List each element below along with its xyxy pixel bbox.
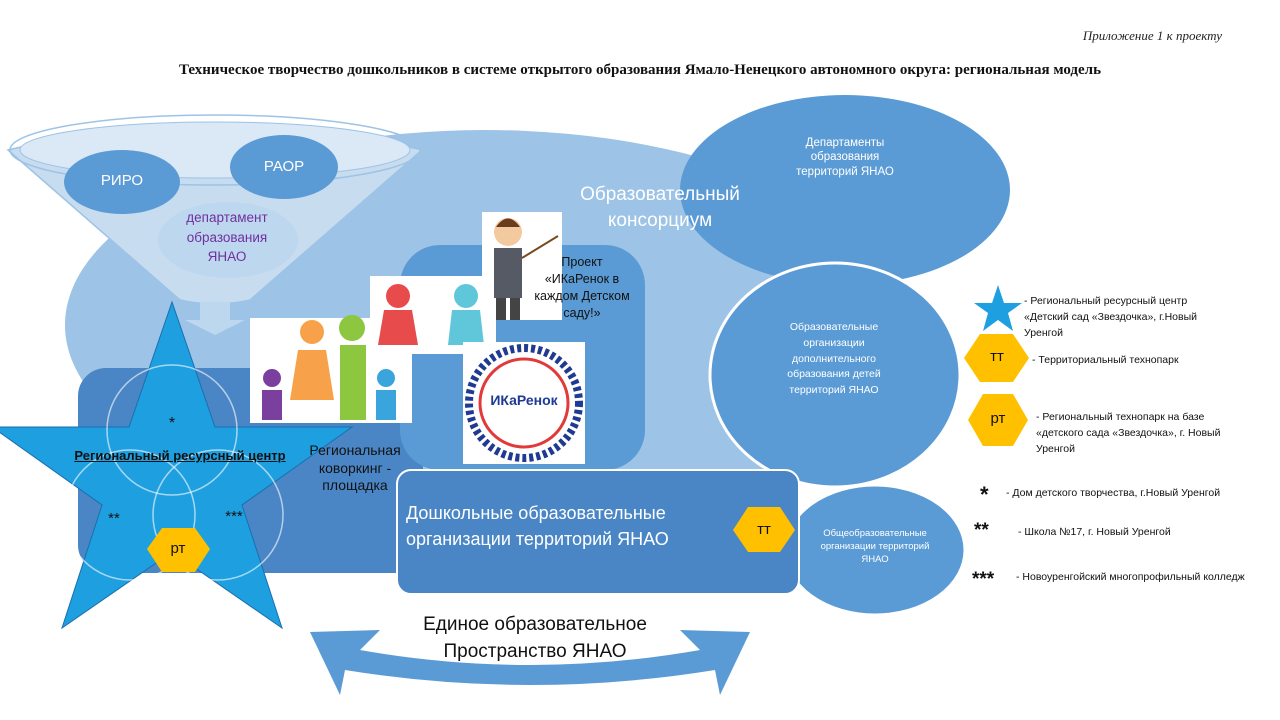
preschool-block [396,469,800,595]
legend-sym-1: * [980,482,989,507]
legend-star-text: - Региональный ресурсный центр «Детский … [1024,295,1198,339]
unified-space-label: Единое образовательное Пространство ЯНАО [423,614,647,662]
legend-rt-hexagon [968,394,1028,446]
legend-tt-hexagon [964,334,1029,382]
additional-ed-circle [708,261,962,489]
legend-s3-text: - Новоуренгойский многопрофильный коллед… [1016,571,1245,583]
logo-text: ИКаРенок [490,392,558,408]
appendix-note: Приложение 1 к проекту [1082,28,1222,43]
preschool-tt-badge: тт [757,521,771,538]
legend-sym-2: ** [974,520,989,541]
legend-sym-3: *** [972,569,995,590]
legend-rt-badge: рт [990,410,1006,427]
preschool-label: Дошкольные образовательные организации т… [406,503,669,550]
venn-circle-1 [106,364,238,496]
raor-ellipse [230,135,338,199]
star-sym-1: * [168,415,176,432]
unified-space-arrow [310,630,750,695]
riro-ellipse [64,150,180,214]
departments-ellipse [680,95,1010,285]
legend-star-icon [974,285,1022,331]
teacher-illustration [482,212,562,320]
funnel-arrow [185,302,245,335]
star-sym-3: *** [225,508,243,525]
consortium-label: Образовательный консорциум [580,184,740,231]
ikarenok-logo [463,342,585,464]
riro-label: РИРО [100,172,144,189]
legend-s1-text: - Дом детского творчества, г.Новый Уренг… [1006,487,1221,499]
rt-hexagon-star [147,528,210,572]
venn-circle-3 [152,449,284,581]
legend-tt-text: - Территориальный технопарк [1032,354,1179,366]
raor-label: РАОР [263,158,305,175]
kids-illustration [370,276,496,354]
legend-s2-text: - Школа №17, г. Новый Уренгой [1018,526,1171,538]
venn-circle-2 [64,449,196,581]
coworking-label: Региональная коворкинг - площадка [309,442,401,493]
regional-center-title: Региональный ресурсный центр [74,448,286,463]
legend-rt-text: - Региональный технопарк на базе «детско… [1036,411,1221,455]
page-title: Техническое творчество дошкольников в си… [179,62,1101,78]
department-label: департамент образования ЯНАО [186,210,268,265]
departments-label: Департаменты образования территорий ЯНАО [796,137,894,178]
department-ellipse [158,202,298,278]
project-label: Проект «ИКаРенок в каждом Детском саду!» [534,255,630,320]
star-rt-badge: рт [170,540,186,557]
star-sym-2: ** [108,510,120,527]
general-ed-label: Общеобразовательные организации территор… [820,528,930,565]
additional-ed-label: Образовательные организации дополнительн… [787,321,881,396]
legend-tt-badge: тт [990,348,1004,365]
tt-hexagon-preschool [733,507,795,552]
